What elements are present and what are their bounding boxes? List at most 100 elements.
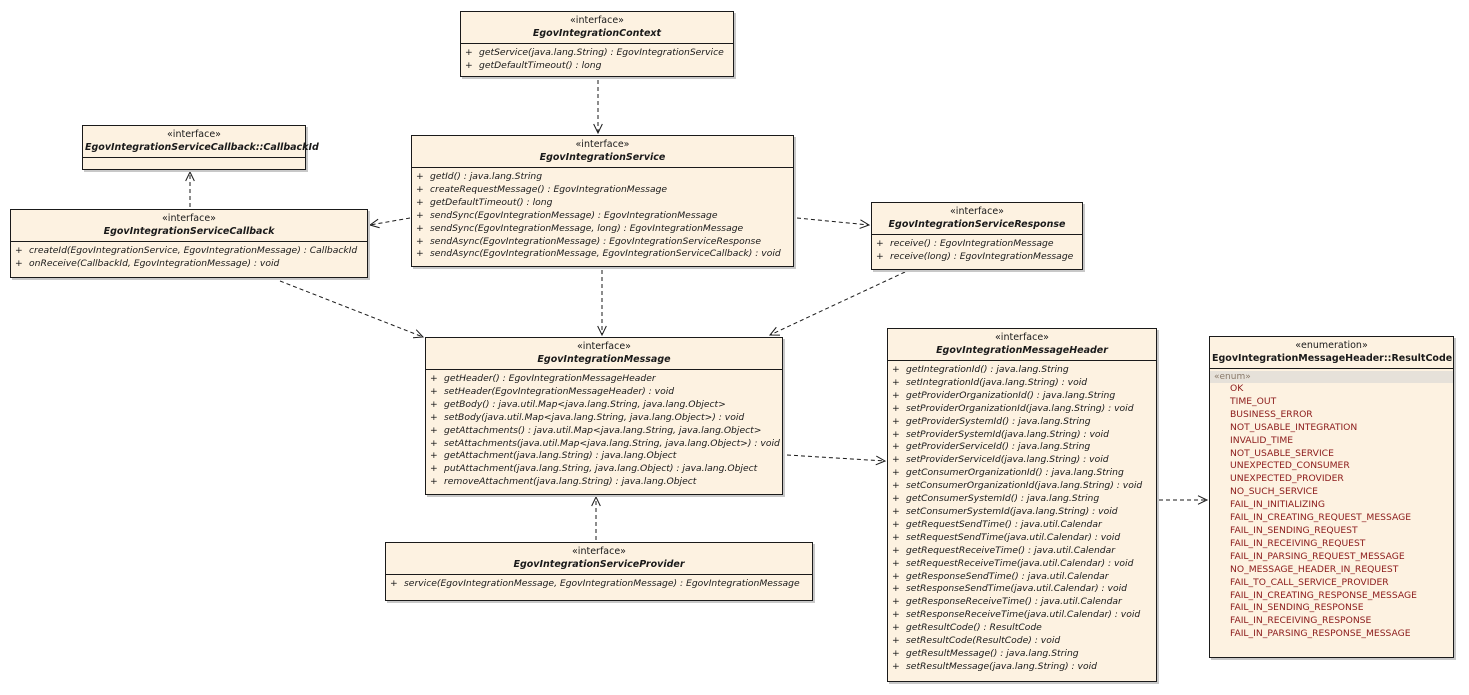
visibility-marker: + bbox=[416, 196, 424, 208]
operation-row: +getResponseSendTime() : java.util.Calen… bbox=[888, 571, 1156, 584]
visibility-marker: + bbox=[465, 59, 473, 71]
open-arrowhead bbox=[591, 495, 601, 507]
enum-literal: FAIL_IN_SENDING_REQUEST bbox=[1230, 524, 1358, 536]
operation-signature: putAttachment(java.lang.String, java.lan… bbox=[444, 463, 758, 475]
operation-signature: setRequestReceiveTime(java.util.Calendar… bbox=[906, 557, 1134, 569]
operation-signature: getId() : java.lang.String bbox=[430, 171, 543, 182]
enum-literal: FAIL_IN_SENDING_RESPONSE bbox=[1230, 602, 1364, 614]
class-egov-integration-service[interactable]: «interface» EgovIntegrationService +getI… bbox=[411, 135, 794, 267]
enum-literal: FAIL_IN_CREATING_REQUEST_MESSAGE bbox=[1230, 512, 1412, 524]
visibility-marker: + bbox=[892, 389, 900, 401]
operation-row: +getIntegrationId() : java.lang.String bbox=[888, 364, 1156, 377]
visibility-marker: + bbox=[416, 183, 424, 195]
operation-signature: setProviderSystemId(java.lang.String) : … bbox=[906, 428, 1109, 440]
operation-row: +createId(EgovIntegrationService, EgovIn… bbox=[11, 245, 367, 258]
operation-row: + getConsumerOrganizationId() : java.lang… bbox=[888, 467, 1156, 480]
enum-result-code[interactable]: «enumeration» EgovIntegrationMessageHead… bbox=[1209, 336, 1454, 658]
class-egov-integration-service-callback[interactable]: «interface» EgovIntegrationServiceCallba… bbox=[10, 209, 368, 278]
visibility-marker: + bbox=[390, 578, 398, 589]
class-name: EgovIntegrationService bbox=[539, 152, 666, 163]
visibility-marker: + bbox=[892, 480, 900, 492]
visibility-marker: + bbox=[892, 647, 900, 659]
class-name: EgovIntegrationMessageHeader bbox=[936, 345, 1108, 356]
stereotype-label: «interface» bbox=[577, 341, 631, 352]
enum-literal: NO_SUCH_SERVICE bbox=[1230, 486, 1318, 498]
visibility-marker: + bbox=[892, 635, 900, 647]
class-egov-integration-service-response[interactable]: «interface» EgovIntegrationServiceRespon… bbox=[871, 202, 1083, 270]
class-callback-id[interactable]: «interface» EgovIntegrationServiceCallba… bbox=[82, 125, 319, 170]
operation-row: +setProviderOrganizationId(java.lang.Str… bbox=[888, 403, 1156, 416]
visibility-marker: + bbox=[430, 437, 438, 449]
enum-literal: NOT_USABLE_SERVICE bbox=[1230, 447, 1334, 459]
dependency-context-to-service bbox=[593, 80, 603, 135]
operation-signature: getService(java.lang.String) : EgovInteg… bbox=[479, 47, 724, 58]
operation-row: +getId() : java.lang.String bbox=[412, 171, 793, 184]
operation-row: + setConsumerOrganizationId(java.lang.Str… bbox=[888, 480, 1156, 493]
open-arrowhead bbox=[768, 326, 781, 336]
dependency-service-to-callback bbox=[368, 217, 411, 229]
open-arrowhead bbox=[859, 219, 871, 229]
operation-row: + receive(long) : EgovIntegrationMessage bbox=[872, 251, 1082, 264]
visibility-marker: + bbox=[430, 463, 438, 475]
operations-compartment: +getIntegrationId() : java.lang.String+s… bbox=[888, 361, 1156, 677]
visibility-marker: + bbox=[892, 415, 900, 427]
class-header: «interface» EgovIntegrationServiceCallba… bbox=[83, 126, 319, 158]
visibility-marker: + bbox=[876, 250, 884, 262]
enum-section-label: «enum» bbox=[1210, 371, 1453, 383]
operation-row: +setResultCode(ResultCode) : void bbox=[888, 635, 1156, 648]
enum-literal: UNEXPECTED_PROVIDER bbox=[1230, 473, 1344, 485]
operation-signature: service(EgovIntegrationMessage, EgovInte… bbox=[404, 578, 800, 589]
visibility-marker: + bbox=[430, 385, 438, 397]
operation-row: +getAttachment(java.lang.String) : java.… bbox=[426, 450, 782, 463]
operation-row: +getService(java.lang.String) : EgovInte… bbox=[461, 47, 733, 60]
operation-row: +setRequestSendTime(java.util.Calendar) … bbox=[888, 532, 1156, 545]
stereotype-label: «interface» bbox=[575, 139, 630, 150]
operation-row: +sendSync(EgovIntegrationMessage) : Egov… bbox=[412, 210, 793, 223]
visibility-marker: + bbox=[892, 364, 900, 375]
visibility-marker: + bbox=[892, 467, 900, 479]
operation-row: +sendAsync(EgovIntegrationMessage) : Ego… bbox=[412, 236, 793, 249]
visibility-marker: + bbox=[892, 622, 900, 634]
operation-signature: getConsumerOrganizationId() : java.lang.… bbox=[906, 467, 1124, 479]
operation-signature: getConsumerSystemId() : java.lang.String bbox=[906, 493, 1100, 505]
class-egov-integration-service-provider[interactable]: «interface» EgovIntegrationServiceProvid… bbox=[385, 542, 813, 601]
operation-row: +setBody(java.util.Map<java.lang.String,… bbox=[426, 412, 782, 425]
stereotype-label: «interface» bbox=[950, 206, 1004, 217]
operation-row: + getDefaultTimeout() : long bbox=[461, 60, 733, 73]
operation-row: +sendSync(EgovIntegrationMessage, long) … bbox=[412, 223, 793, 236]
enum-literal: NOT_USABLE_INTEGRATION bbox=[1230, 421, 1358, 433]
operation-signature: getAttachments() : java.util.Map<java.la… bbox=[444, 424, 762, 436]
visibility-marker: + bbox=[15, 245, 23, 256]
operation-row: +getRequestSendTime() : java.util.Calend… bbox=[888, 519, 1156, 532]
operation-row: +getProviderOrganizationId() : java.lang… bbox=[888, 390, 1156, 403]
class-name: EgovIntegrationServiceCallback::Callback… bbox=[85, 142, 319, 153]
class-egov-integration-context[interactable]: «interface» EgovIntegrationContext +getS… bbox=[460, 11, 734, 77]
operation-signature: removeAttachment(java.lang.String) : jav… bbox=[444, 476, 697, 488]
operation-row: +setAttachments(java.util.Map<java.lang.… bbox=[426, 438, 782, 451]
visibility-marker: + bbox=[892, 505, 900, 517]
open-arrowhead bbox=[593, 123, 603, 135]
operation-signature: setConsumerOrganizationId(java.lang.Stri… bbox=[906, 480, 1143, 492]
class-header: «interface» EgovIntegrationMessage bbox=[426, 338, 782, 370]
class-egov-integration-message[interactable]: «interface» EgovIntegrationMessage +getH… bbox=[425, 337, 783, 495]
operation-row: +sendAsync(EgovIntegrationMessage, EgovI… bbox=[412, 248, 793, 261]
class-name: EgovIntegrationServiceResponse bbox=[888, 219, 1066, 230]
class-name: EgovIntegrationServiceCallback bbox=[103, 226, 275, 237]
operation-signature: getBody() : java.util.Map<java.lang.Stri… bbox=[444, 398, 726, 410]
class-egov-integration-message-header[interactable]: «interface» EgovIntegrationMessageHeader… bbox=[887, 328, 1157, 682]
visibility-marker: + bbox=[892, 660, 900, 672]
operation-signature: getDefaultTimeout() : long bbox=[479, 59, 602, 71]
operations-compartment: +createId(EgovIntegrationService, EgovIn… bbox=[11, 242, 367, 274]
class-header: «enumeration» EgovIntegrationMessageHead… bbox=[1210, 337, 1453, 369]
operation-signature: getRequestSendTime() : java.util.Calenda… bbox=[906, 518, 1102, 530]
operation-signature: receive(long) : EgovIntegrationMessage bbox=[890, 250, 1074, 262]
dependency-service-to-message bbox=[597, 270, 607, 337]
stereotype-label: «interface» bbox=[167, 129, 221, 140]
visibility-marker: + bbox=[416, 248, 424, 260]
operation-row: +setProviderServiceId(java.lang.String) … bbox=[888, 454, 1156, 467]
visibility-marker: + bbox=[416, 222, 424, 234]
operation-row: +removeAttachment(java.lang.String) : ja… bbox=[426, 476, 782, 489]
operation-signature: getResultCode() : ResultCode bbox=[906, 622, 1042, 634]
